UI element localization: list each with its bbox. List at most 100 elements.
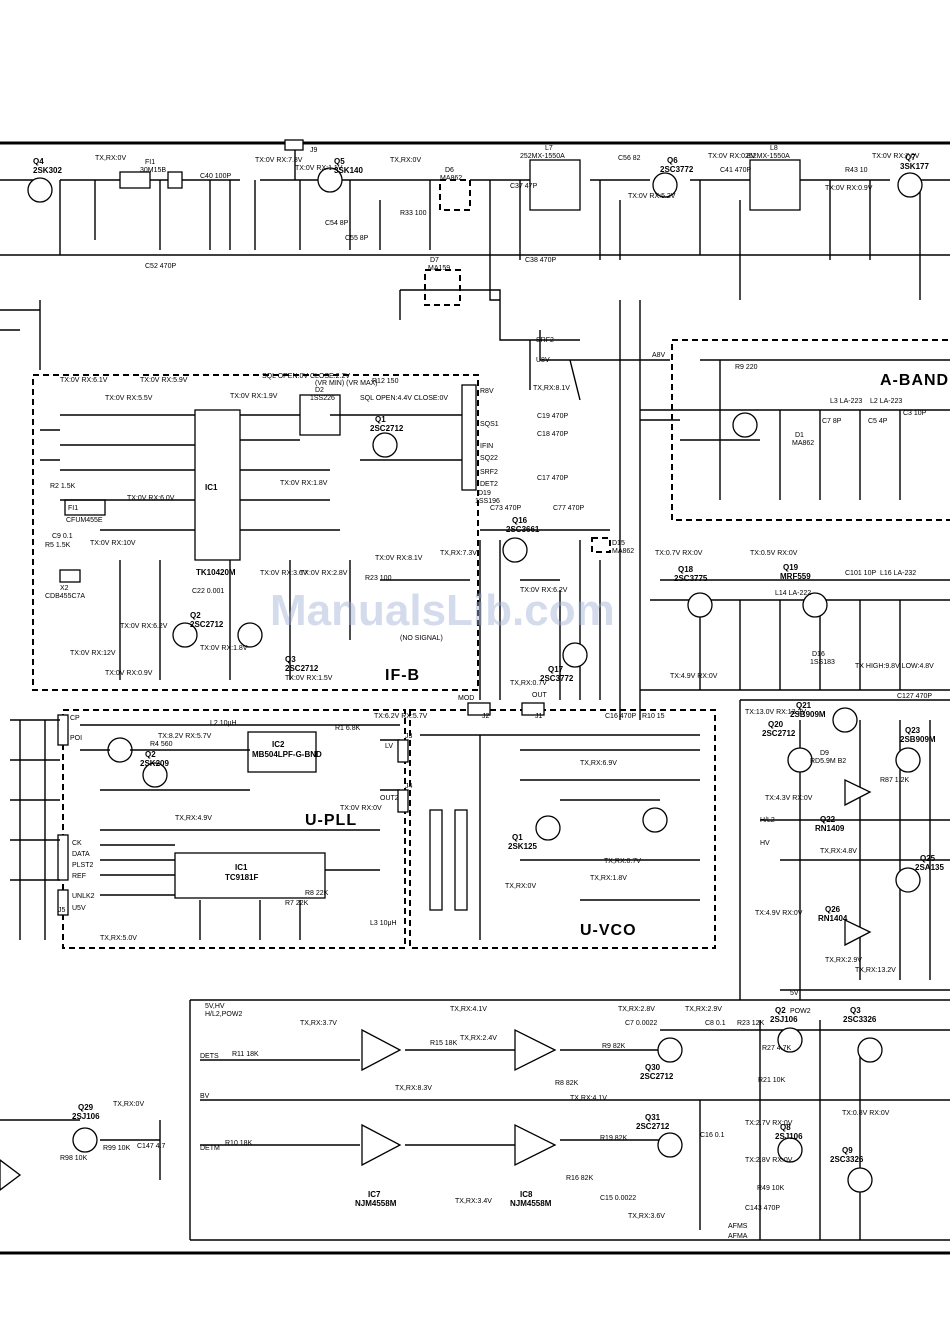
label-q19-ref: Q19 — [783, 563, 799, 572]
conn-35: DET2 — [480, 481, 498, 488]
volt-35: TX:13.0V RX:13.2V — [745, 709, 806, 716]
volt-18: TX:0V RX:10V — [90, 540, 136, 547]
conn-10: CK — [72, 840, 82, 847]
transistor-q2-bottom — [777, 1027, 803, 1053]
comp-29: C101 10P — [845, 570, 876, 577]
conn-18: DETM — [200, 1145, 220, 1152]
volt-44: TX:4.3V RX:0V — [765, 795, 813, 802]
volt-0: TX,RX:0V — [95, 155, 126, 162]
u-vco-internals — [420, 702, 700, 940]
label-q1-vco-ref: Q1 — [512, 833, 523, 842]
conn-22: AFMA — [728, 1233, 748, 1240]
volt-59: TX,RX:3.4V — [455, 1198, 492, 1205]
label-d2-ref: D2 — [315, 387, 324, 394]
u-pll-internals — [57, 714, 409, 940]
connector-j2 — [57, 834, 69, 881]
transistor-q3-bottom — [857, 1037, 883, 1063]
volt-27: (NO SIGNAL) — [400, 635, 443, 642]
opamp-ic7-b — [361, 1123, 402, 1167]
label-ic2-part: MB504LPF-G-BND — [252, 750, 322, 759]
comp-2: C56 82 — [618, 155, 641, 162]
conn-27: A8V — [652, 352, 666, 359]
a-band-block-border — [671, 339, 950, 521]
comp-27: L16 LA-232 — [880, 570, 916, 577]
volt-36: TX:8.2V RX:5.7V — [158, 733, 212, 740]
transistor-q26-left — [0, 1159, 22, 1191]
label-ic7-ref: IC7 — [368, 1190, 381, 1199]
comp-47: R23 12K — [737, 1020, 765, 1027]
transistor-q1-upll — [107, 737, 133, 763]
conn-28: SRF2 — [536, 337, 554, 344]
label-q5-ref: Q5 — [334, 157, 345, 166]
volt-38: TX:0V RX:0V — [340, 805, 382, 812]
label-q1-part: 2SC2712 — [370, 424, 404, 433]
ic-mb504lpf — [247, 731, 317, 773]
filter-fi1-b — [167, 171, 183, 189]
label-d1-ref: D1 — [795, 432, 804, 439]
volt-5: TX:0V RX:0.8V — [708, 153, 756, 160]
label-q23-ref: Q23 — [905, 726, 921, 735]
volt-3: TX,RX:0V — [390, 157, 421, 164]
label-q22-part: RN1409 — [815, 824, 845, 833]
conn-9: POI — [70, 735, 82, 742]
comp-58: C143 470P — [745, 1205, 780, 1212]
ic-tk10420m — [194, 409, 241, 561]
comp-11: C3 10P — [903, 410, 927, 417]
comp-40: R11 18K — [232, 1051, 259, 1058]
comp-42: R15 18K — [430, 1040, 458, 1047]
comp-13: C5 4P — [868, 418, 888, 425]
label-q2-part: 2SC2712 — [190, 620, 224, 629]
label-q30-ref: Q30 — [645, 1063, 661, 1072]
comp-18: C17 470P — [537, 475, 568, 482]
conn-36: LV — [385, 743, 393, 750]
label-q21-ref: Q21 — [796, 701, 812, 710]
comp-34: R4 560 — [150, 741, 173, 748]
volt-46: TX:4.9V RX:0V — [755, 910, 803, 917]
label-ic7-part: NJM4558M — [355, 1199, 397, 1208]
volt-4: TX:0V RX:5.2V — [628, 193, 676, 200]
volt-43: TX,RX:0V — [505, 883, 536, 890]
connector-out-j1 — [521, 702, 545, 716]
label-q7-ref: Q7 — [905, 153, 916, 162]
label-q9-part: 2SC3326 — [830, 1155, 864, 1164]
label-d19-ref: D19 — [478, 490, 491, 497]
transistor-q7 — [897, 172, 923, 198]
volt-15: TX,RX:8.1V — [533, 385, 570, 392]
conn-6: MOD — [458, 695, 474, 702]
conn-7: OUT — [532, 692, 548, 699]
comp-17: C18 470P — [537, 431, 568, 438]
label-q17-ref: Q17 — [548, 665, 564, 674]
label-fi1b-ref: FI1 — [68, 505, 78, 512]
label-q5-part: 3SK140 — [334, 166, 363, 175]
transformer-l8 — [749, 159, 801, 211]
conn-21: AFMS — [728, 1223, 748, 1230]
transistor-q1-ifb — [372, 432, 398, 458]
connector-j1 — [57, 714, 69, 746]
label-q4-part: 2SK302 — [33, 166, 62, 175]
transistor-q2-vco — [642, 807, 668, 833]
volt-22: TX:0V RX:6.2V — [120, 623, 168, 630]
transistor-q20 — [787, 747, 813, 773]
volt-48: TX,RX:13.2V — [855, 967, 896, 974]
conn-29: U8V — [536, 357, 550, 364]
resonator-line-1 — [429, 809, 443, 911]
volt-53: TX,RX:2.4V — [460, 1035, 497, 1042]
transistor-q25 — [895, 867, 921, 893]
volt-54: TX,RX:2.8V — [618, 1006, 655, 1013]
comp-12: C7 8P — [822, 418, 842, 425]
label-ic1-pll-ref: IC1 — [235, 863, 248, 872]
a-band-internals — [640, 359, 950, 500]
conn-24: HV — [760, 840, 770, 847]
transistor-q23 — [895, 747, 921, 773]
connector-mod-j2 — [467, 702, 491, 716]
label-q16-ref: Q16 — [512, 516, 528, 525]
label-d9-part: RD5.9M B2 — [810, 758, 846, 765]
label-q16-part: 2SC3661 — [506, 525, 540, 534]
transistor-q26 — [844, 918, 872, 947]
volt-2: TX:0V RX:1.1V — [295, 165, 343, 172]
block-label-if-b: IF-B — [385, 667, 420, 684]
label-q25-ref: Q25 — [920, 854, 936, 863]
conn-25: 5V — [790, 990, 799, 997]
volt-1: TX:0V RX:7.8V — [255, 157, 303, 164]
